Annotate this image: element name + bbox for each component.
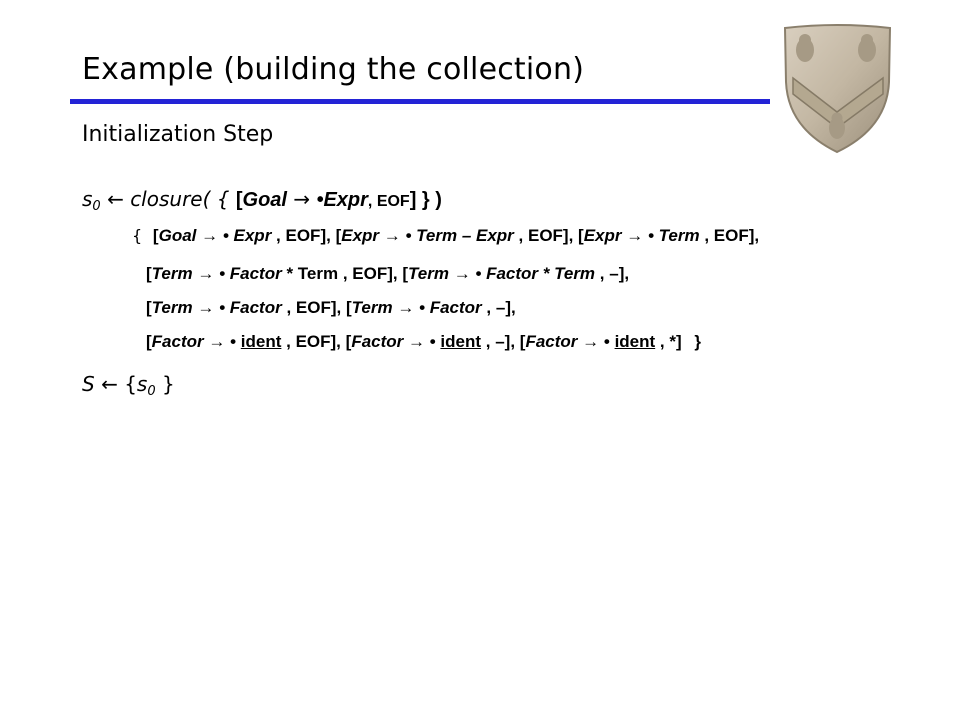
item-tail: , –], — [486, 298, 516, 317]
arrow: → — [379, 226, 406, 245]
item-rhs: • Term – Expr — [405, 226, 514, 245]
ident-terminal: ident — [440, 332, 482, 351]
item-open-bracket: [ — [235, 189, 243, 211]
closure-set-row-4: [Factor → • ident , EOF], [Factor → • id… — [146, 332, 701, 352]
university-crest-icon — [783, 24, 892, 154]
right-arrow: → — [293, 187, 311, 211]
title-rule — [70, 99, 770, 104]
arrow: → — [192, 298, 220, 317]
bracket: [ — [402, 264, 409, 283]
item-rhs-rest: * Term — [281, 264, 339, 283]
item-lhs: Term — [151, 298, 193, 317]
set-element: s — [136, 372, 148, 396]
item-lhs: Term — [408, 264, 449, 283]
left-arrow: ← — [101, 372, 118, 396]
closure-set-row-3: [Term → • Factor , EOF], [Term → • Facto… — [146, 298, 516, 318]
closure-set-row-2: [Term → • Factor * Term , EOF], [Term → … — [146, 264, 629, 284]
ident-terminal: ident — [240, 332, 282, 351]
bracket: [ — [345, 332, 352, 351]
arrow: → — [392, 298, 420, 317]
item-tail: , EOF], — [704, 226, 760, 245]
item-tail: , –], — [599, 264, 630, 283]
set-close-brace: } — [694, 332, 702, 351]
set-element-subscript: 0 — [147, 384, 156, 399]
lr-item: [Factor → • ident , EOF], — [146, 332, 341, 351]
item-rhs: • Term — [647, 226, 700, 245]
bracket: [ — [146, 298, 152, 317]
item-lhs: Expr — [341, 226, 380, 245]
item-dot: • — [230, 332, 241, 351]
item-lhs: Factor — [351, 332, 404, 351]
lr-item: [Term → • Factor , –], — [346, 298, 516, 317]
closure-set-row-1: { [Goal → • Expr , EOF], [Expr → • Term … — [132, 226, 759, 246]
arrow: → — [203, 332, 231, 351]
item-dot: • — [603, 332, 615, 351]
arrow: → — [621, 226, 648, 245]
item-lhs: Factor — [525, 332, 578, 351]
item-dot: • — [429, 332, 441, 351]
bracket: [ — [146, 332, 152, 351]
bracket: [ — [152, 226, 159, 245]
item-tail: , *] — [659, 332, 682, 351]
item-rhs: • Factor * Term — [475, 264, 596, 283]
item-lhs: Factor — [151, 332, 204, 351]
arrow: → — [192, 264, 220, 283]
lr-item: [Term → • Factor * Term , EOF], — [146, 264, 398, 283]
lr-item: [Goal → • Expr , EOF], — [153, 226, 331, 245]
arrow: → — [403, 332, 430, 351]
bracket: [ — [146, 264, 152, 283]
closure-lhs: s — [82, 187, 93, 211]
item-tail: , EOF], — [518, 226, 574, 245]
closure-function: closure( { — [130, 187, 230, 211]
lr-item: [Factor → • ident , *] — [520, 332, 682, 351]
lr-item: [Factor → • ident , –], — [346, 332, 515, 351]
set-open-brace: { — [124, 372, 137, 396]
closure-lhs-subscript: 0 — [92, 199, 101, 214]
bracket: [ — [335, 226, 342, 245]
dot-expr: •Expr — [316, 189, 368, 211]
ident-terminal: ident — [614, 332, 656, 351]
lr-item: [Term → • Factor * Term , –], — [402, 264, 629, 283]
lr-item: [Term → • Factor , EOF], — [146, 298, 341, 317]
set-close-brace: } — [161, 372, 175, 396]
lr-item: [Expr → • Term – Expr , EOF], — [336, 226, 574, 245]
item-close: ] } ) — [409, 189, 442, 211]
arrow: → — [196, 226, 223, 245]
result-line: S ← {s0 } — [82, 372, 175, 399]
arrow: → — [577, 332, 604, 351]
slide-subtitle: Initialization Step — [82, 122, 274, 147]
lookahead-eof: , EOF — [367, 193, 410, 210]
collection-symbol: S — [82, 372, 95, 396]
item-tail: , –], — [485, 332, 516, 351]
bracket: [ — [345, 298, 352, 317]
item-tail: , EOF], — [286, 298, 342, 317]
item-tail: , EOF], — [276, 226, 331, 245]
slide-title: Example (building the collection) — [82, 52, 585, 87]
goal-symbol: Goal — [242, 189, 287, 211]
set-open-brace: { — [132, 226, 143, 245]
item-lhs: Term — [151, 264, 193, 283]
item-rhs: • Factor — [219, 298, 282, 317]
item-lhs: Goal — [158, 226, 197, 245]
item-lhs: Expr — [583, 226, 622, 245]
item-rhs: • Factor — [219, 264, 282, 283]
bracket: [ — [519, 332, 526, 351]
arrow: → — [448, 264, 476, 283]
item-rhs: • Factor — [419, 298, 482, 317]
left-arrow: ← — [107, 187, 124, 211]
item-tail: , EOF], — [286, 332, 341, 351]
closure-line: s0 ← closure( { [Goal → •Expr, EOF] } ) — [82, 187, 442, 214]
lr-item: [Expr → • Term , EOF], — [578, 226, 759, 245]
item-tail: , EOF], — [342, 264, 398, 283]
bracket: [ — [578, 226, 584, 245]
item-lhs: Term — [351, 298, 393, 317]
item-rhs: • Expr — [222, 226, 272, 245]
